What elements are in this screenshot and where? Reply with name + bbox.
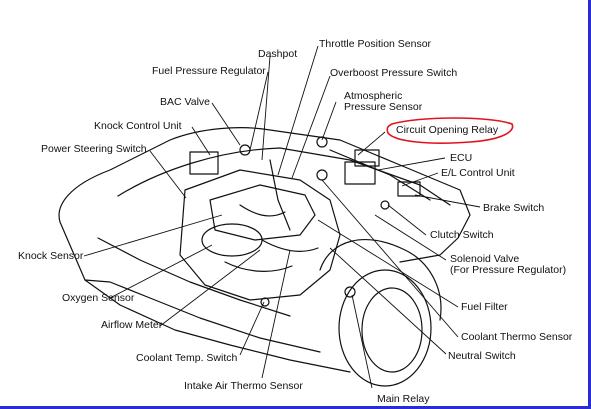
label-brake-switch: Brake Switch <box>483 202 545 214</box>
label-power-steering-switch: Power Steering Switch <box>41 143 147 155</box>
label-solenoid-valve: Solenoid Valve <box>450 253 520 265</box>
label-ecu: ECU <box>450 152 473 164</box>
leader-lines <box>83 45 481 389</box>
label-intake-air-thermo-sensor: Intake Air Thermo Sensor <box>184 380 303 392</box>
bumper-line <box>84 279 321 353</box>
sensor-blob-3 <box>316 169 328 181</box>
window-edge-bottom <box>0 406 591 409</box>
hood-edge <box>97 237 291 317</box>
label-fuel-pressure-regulator: Fuel Pressure Regulator <box>152 65 266 77</box>
knock-control-box <box>189 151 219 175</box>
el-unit-box <box>397 181 421 197</box>
intake-duct <box>261 239 319 252</box>
window-edge-right <box>588 0 591 409</box>
sensor-blob-1 <box>239 144 251 156</box>
sensor-blob-4 <box>380 200 390 210</box>
label-el-control-unit: E/L Control Unit <box>441 167 515 179</box>
label-bac-valve: BAC Valve <box>160 96 210 108</box>
label-knock-sensor: Knock Sensor <box>18 250 84 262</box>
label-oxygen-sensor: Oxygen Sensor <box>62 292 135 304</box>
intake-manifold <box>209 184 316 241</box>
sensor-blob-2 <box>316 136 328 148</box>
label-knock-control-unit: Knock Control Unit <box>94 120 182 132</box>
sensor-blob-5 <box>344 286 356 298</box>
label-fuel-filter: Fuel Filter <box>461 301 508 313</box>
label-atmospheric: Atmospheric <box>344 90 403 102</box>
front-wheel-inner <box>361 287 423 373</box>
label-circuit-opening-relay: Circuit Opening Relay <box>396 124 499 136</box>
label-overboost-pressure-switch: Overboost Pressure Switch <box>330 67 458 79</box>
sensor-blob-6 <box>260 297 270 307</box>
wheel-arch <box>319 239 442 321</box>
label-airflow-meter: Airflow Meter <box>101 319 163 331</box>
label-coolant-temp-switch: Coolant Temp. Switch <box>136 352 238 364</box>
windshield-cowl <box>117 147 451 206</box>
ecu-box <box>344 161 376 185</box>
firewall <box>329 149 431 201</box>
car-body-outline <box>58 127 471 263</box>
highlight-loop <box>386 117 514 144</box>
label-neutral-switch: Neutral Switch <box>448 350 516 362</box>
pipe-3 <box>269 159 291 231</box>
label-main-relay: Main Relay <box>377 393 430 405</box>
label-for-pressure-regulator: (For Pressure Regulator) <box>450 264 567 276</box>
label-coolant-thermo-sensor: Coolant Thermo Sensor <box>461 331 573 343</box>
engine-block <box>179 169 341 301</box>
pipe-2 <box>224 261 293 272</box>
front-wheel <box>338 269 432 387</box>
label-throttle-position-sensor: Throttle Position Sensor <box>319 38 432 50</box>
label-dashpot: Dashpot <box>258 48 298 60</box>
label-pressure-sensor: Pressure Sensor <box>344 101 423 113</box>
pipe-1 <box>239 204 286 217</box>
label-clutch-switch: Clutch Switch <box>430 229 494 241</box>
